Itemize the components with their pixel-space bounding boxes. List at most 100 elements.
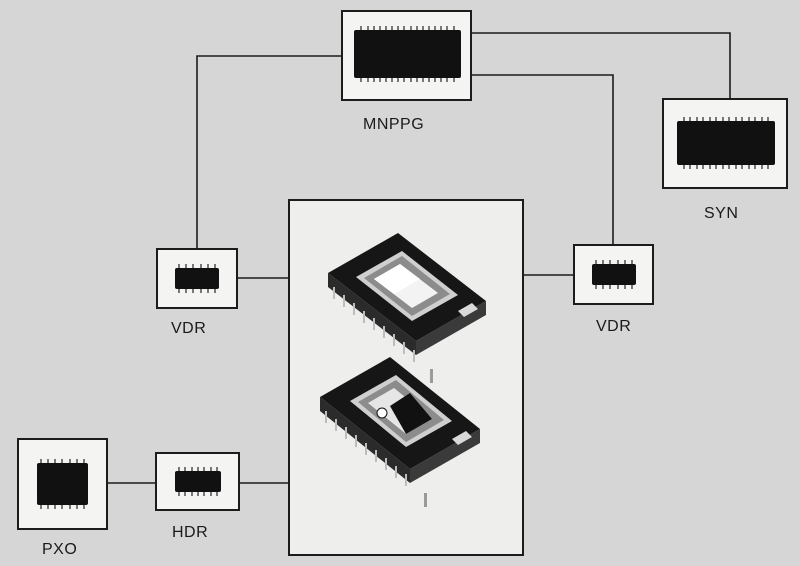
chip-pin — [196, 467, 199, 471]
chip-pin — [434, 26, 437, 30]
chip-pin — [372, 26, 375, 30]
chip-pin — [728, 117, 731, 121]
chip-pins — [594, 260, 634, 264]
chip-pin — [216, 467, 219, 471]
vdr-right-label: VDR — [596, 318, 632, 335]
wire-mnppg-to-syn — [471, 32, 731, 99]
chip-pin — [391, 26, 394, 30]
chip-pin — [184, 289, 187, 293]
chip-pin — [708, 117, 711, 121]
chip-pin — [446, 78, 449, 82]
vdr-left-label: VDR — [171, 320, 207, 337]
chip-pin — [421, 26, 424, 30]
syn-block — [662, 98, 788, 189]
image-sensor-chip-icon — [320, 357, 480, 507]
chip-pin — [192, 264, 195, 268]
chip-pin — [61, 505, 64, 509]
chip-pin — [624, 260, 626, 264]
chip-pins — [40, 459, 85, 463]
chip-pin — [61, 459, 64, 463]
chip-pin — [75, 505, 78, 509]
mnppg-label: MNPPG — [363, 116, 425, 133]
chip-pin — [214, 289, 217, 293]
chip-pin — [427, 26, 430, 30]
chip-pin — [68, 459, 71, 463]
chip-pin — [360, 78, 363, 82]
chip-pin — [203, 492, 206, 496]
image-sensor-photo — [288, 199, 524, 556]
chip-pin — [682, 165, 685, 169]
chip-pin — [616, 285, 619, 289]
chip-pin — [177, 264, 180, 268]
chip-pin — [631, 285, 634, 289]
chip-pin — [734, 117, 737, 121]
chip-pin — [689, 165, 692, 169]
chip-pin — [190, 467, 193, 471]
chip-pin — [594, 285, 597, 289]
ic-chip-icon — [37, 459, 88, 509]
chip-pin — [384, 78, 387, 82]
ic-chip-icon — [175, 467, 221, 496]
chip-pin — [754, 165, 757, 169]
chip-pin — [68, 505, 71, 509]
chip-pin — [82, 459, 85, 463]
ic-chip-icon — [677, 117, 775, 169]
chip-pin — [708, 165, 711, 169]
chip-pin — [391, 78, 394, 82]
chip-pins — [682, 117, 770, 121]
chip-pin — [715, 117, 718, 121]
chip-pin — [609, 285, 612, 289]
chip-pins — [177, 467, 219, 471]
image-sensor-chips — [320, 233, 486, 507]
chip-pin — [440, 78, 443, 82]
wire-mnppg-to-vdr-right — [471, 74, 614, 244]
chip-pins — [177, 289, 217, 293]
chip-pin — [631, 260, 634, 264]
chip-pin — [378, 26, 381, 30]
chip-pin — [695, 117, 698, 121]
chip-pin — [760, 165, 763, 169]
chip-pin — [754, 117, 757, 121]
chip-pins — [177, 264, 217, 268]
chip-pin — [452, 26, 455, 30]
chip-pin — [427, 78, 430, 82]
chip-pin — [601, 285, 604, 289]
chip-pin — [721, 165, 724, 169]
chip-pin — [702, 165, 705, 169]
chip-pin — [689, 117, 692, 121]
wire-mnppg-to-vdr-left — [196, 55, 342, 248]
chip-pin — [741, 165, 744, 169]
vdr-left-block — [156, 248, 238, 309]
chip-pin — [421, 78, 424, 82]
chip-pin — [403, 26, 406, 30]
chip-pin — [366, 78, 369, 82]
chip-pin — [177, 492, 180, 496]
vdr-right-block — [573, 244, 654, 305]
ic-chip-icon — [175, 264, 219, 293]
chip-pin — [207, 264, 209, 268]
chip-pin — [409, 26, 412, 30]
chip-pin — [184, 264, 187, 268]
chip-pin — [747, 117, 750, 121]
chip-pin — [682, 117, 685, 121]
syn-label: SYN — [704, 205, 739, 222]
chip-pin — [415, 78, 418, 82]
chip-pin — [47, 459, 50, 463]
chip-pin — [397, 78, 400, 82]
chip-pin — [177, 289, 180, 293]
chip-pin — [47, 505, 50, 509]
chip-pin — [199, 264, 202, 268]
chip-pins — [40, 505, 85, 509]
chip-pin — [54, 505, 57, 509]
chip-pin — [767, 165, 770, 169]
chip-pin — [209, 492, 212, 496]
chip-pin — [184, 492, 187, 496]
chip-pin — [695, 165, 698, 169]
chip-pin — [378, 78, 381, 82]
chip-pin — [415, 26, 418, 30]
chip-pin — [203, 467, 206, 471]
chip-pin — [384, 26, 387, 30]
chip-pins — [682, 165, 770, 169]
